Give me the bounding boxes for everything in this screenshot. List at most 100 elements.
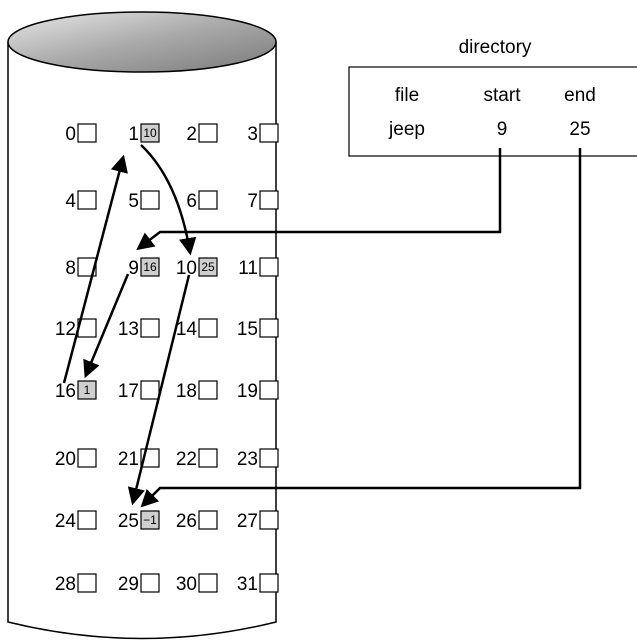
free-block-box xyxy=(259,123,279,143)
directory-table xyxy=(348,66,637,157)
block-number-label: 29 xyxy=(118,574,139,595)
disk-block-24: 24 xyxy=(55,510,97,532)
disk-block-31: 31 xyxy=(237,573,279,595)
free-block-box xyxy=(140,573,160,593)
block-next-pointer-value: 16 xyxy=(143,260,157,274)
block-number-label: 9 xyxy=(128,258,139,279)
free-block-box xyxy=(259,380,279,400)
disk-block-15: 15 xyxy=(237,318,279,340)
free-block-box xyxy=(77,190,97,210)
disk-block-4: 4 xyxy=(65,190,97,212)
free-block-box xyxy=(198,318,218,338)
free-block-box xyxy=(259,448,279,468)
free-block-box xyxy=(259,318,279,338)
disk-block-2: 2 xyxy=(186,123,218,145)
free-block-box xyxy=(77,123,97,143)
free-block-box xyxy=(198,123,218,143)
used-block-box xyxy=(140,510,160,530)
link-16-to-1 xyxy=(62,154,128,384)
block-number-label: 22 xyxy=(176,449,197,470)
disk-block-21: 21 xyxy=(118,448,160,470)
free-block-box xyxy=(259,573,279,593)
block-number-label: 15 xyxy=(237,319,258,340)
block-number-label: 3 xyxy=(247,124,258,145)
block-number-label: 5 xyxy=(128,191,139,212)
link-1-to-10 xyxy=(140,144,197,256)
used-block-box xyxy=(140,123,160,143)
free-block-box xyxy=(198,510,218,530)
directory-box: directory file start end jeep 9 25 xyxy=(348,37,637,157)
disk-block-5: 5 xyxy=(128,190,160,212)
directory-cell-start: 9 xyxy=(497,119,508,140)
disk-block-25: 25 −1 xyxy=(118,510,160,532)
block-number-label: 19 xyxy=(237,381,258,402)
directory-title: directory xyxy=(459,37,532,58)
disk-block-14: 14 xyxy=(176,318,218,340)
disk-top xyxy=(7,11,277,73)
used-block-box xyxy=(198,257,218,277)
directory-header-end: end xyxy=(564,85,596,106)
block-number-label: 0 xyxy=(65,124,76,145)
disk-block-28: 28 xyxy=(55,573,97,595)
block-next-pointer-value: 10 xyxy=(143,126,157,140)
block-number-label: 26 xyxy=(176,511,197,532)
free-block-box xyxy=(77,510,97,530)
free-block-box xyxy=(259,510,279,530)
directory-header-start: start xyxy=(484,85,522,106)
block-number-label: 25 xyxy=(118,511,139,532)
block-number-label: 10 xyxy=(176,258,197,279)
disk-block-7: 7 xyxy=(247,190,279,212)
disk-block-19: 19 xyxy=(237,380,279,402)
disk-block-17: 17 xyxy=(118,380,160,402)
disk-block-13: 13 xyxy=(118,318,160,340)
disk-block-22: 22 xyxy=(176,448,218,470)
directory-pointers xyxy=(136,148,582,508)
free-block-box xyxy=(198,380,218,400)
free-block-box xyxy=(140,318,160,338)
directory-cell-file: jeep xyxy=(388,119,425,140)
free-block-box xyxy=(198,190,218,210)
block-number-label: 12 xyxy=(55,319,76,340)
start-pointer-arrow xyxy=(136,148,502,251)
free-block-box xyxy=(198,448,218,468)
block-number-label: 30 xyxy=(176,574,197,595)
block-number-label: 4 xyxy=(65,191,76,212)
directory-cell-end: 25 xyxy=(569,119,590,140)
disk-block-29: 29 xyxy=(118,573,160,595)
disk-block-12: 12 xyxy=(55,318,97,340)
block-number-label: 20 xyxy=(55,449,76,470)
disk-block-9: 9 16 xyxy=(128,257,160,279)
directory-header-file: file xyxy=(395,85,419,106)
free-block-box xyxy=(198,573,218,593)
block-number-label: 14 xyxy=(176,319,198,340)
disk-block-23: 23 xyxy=(237,448,279,470)
disk-block-6: 6 xyxy=(186,190,218,212)
free-block-box xyxy=(77,448,97,468)
disk-block-26: 26 xyxy=(176,510,218,532)
block-number-label: 31 xyxy=(237,574,258,595)
free-block-box xyxy=(259,257,279,277)
block-number-label: 11 xyxy=(238,258,258,279)
block-number-label: 24 xyxy=(55,511,77,532)
used-block-box xyxy=(140,257,160,277)
block-number-label: 18 xyxy=(176,381,197,402)
disk-block-8: 8 xyxy=(65,257,97,279)
block-number-label: 16 xyxy=(55,381,76,402)
free-block-box xyxy=(77,573,97,593)
disk-block-20: 20 xyxy=(55,448,97,470)
block-number-label: 1 xyxy=(128,124,139,145)
disk-block-3: 3 xyxy=(247,123,279,145)
block-number-label: 2 xyxy=(186,124,197,145)
block-number-label: 17 xyxy=(118,381,139,402)
free-block-box xyxy=(140,380,160,400)
block-number-label: 23 xyxy=(237,449,258,470)
block-number-label: 21 xyxy=(118,449,139,470)
block-next-pointer-value: −1 xyxy=(143,513,157,527)
disk-block-18: 18 xyxy=(176,380,218,402)
used-block-box xyxy=(77,380,97,400)
